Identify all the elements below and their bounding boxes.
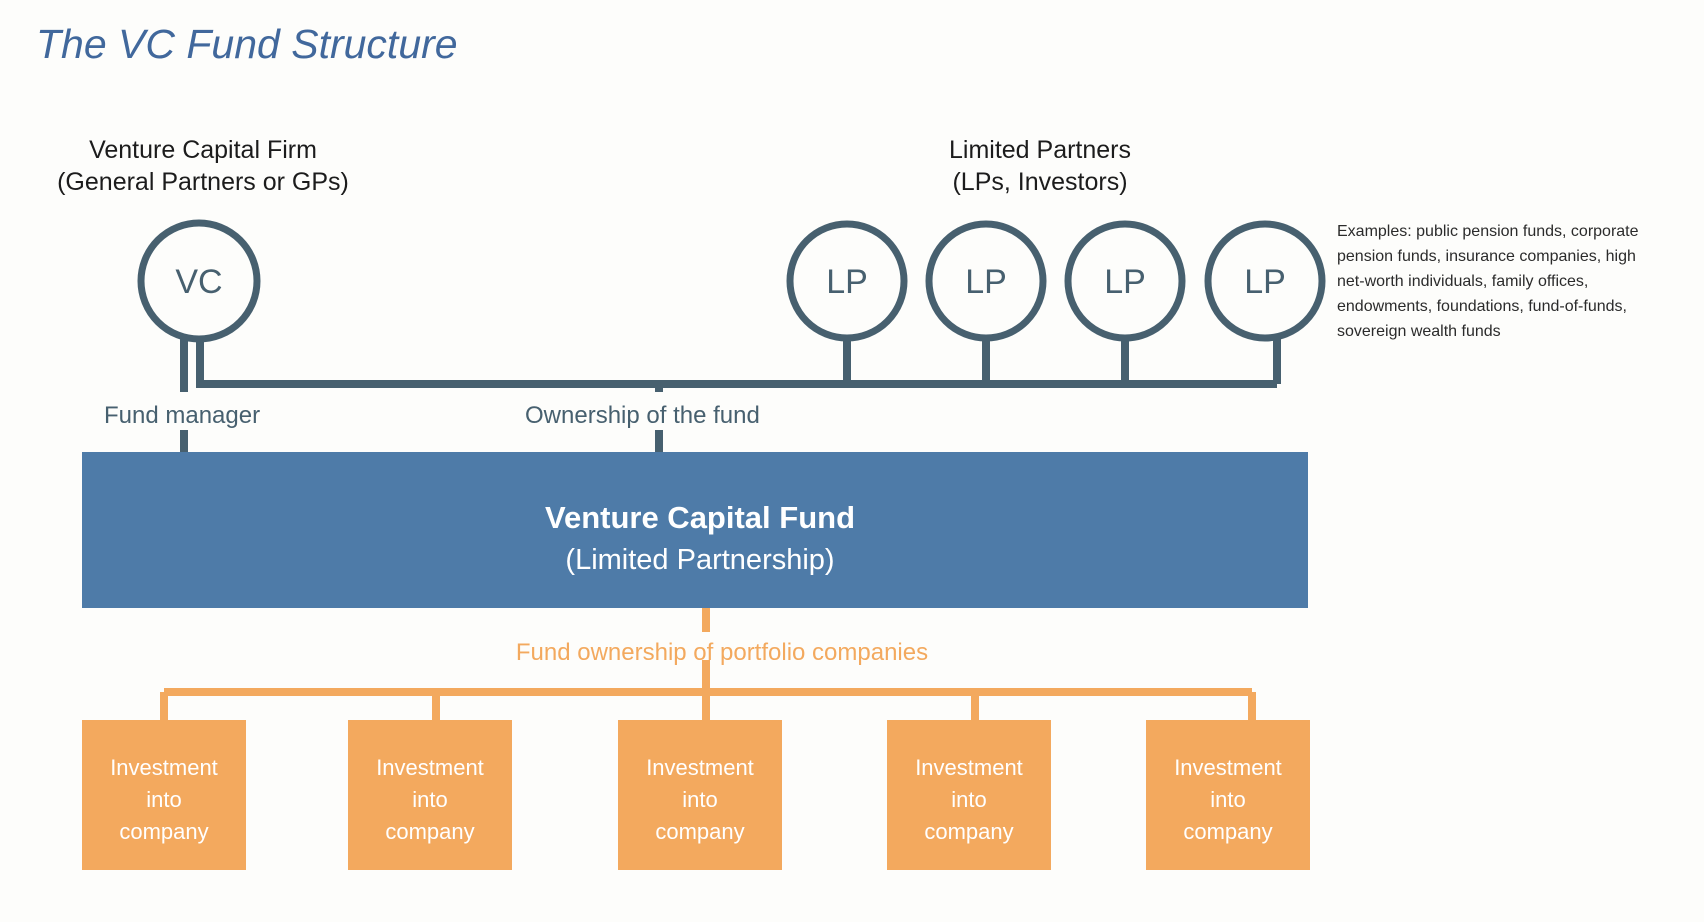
vc-heading-line1: Venture Capital Firm	[89, 136, 317, 164]
investment-box-5-line3: company	[1183, 819, 1272, 844]
lp-node-circle-1[interactable]	[786, 220, 908, 342]
lp-heading-line1: Limited Partners	[949, 136, 1131, 164]
vc-node-circle[interactable]	[137, 219, 261, 343]
lp-node-circle-4[interactable]	[1204, 220, 1326, 342]
lp-heading-line2: (LPs, Investors)	[952, 168, 1127, 196]
fund-subtitle: (Limited Partnership)	[565, 544, 834, 576]
investment-box-5-line2: into	[1210, 787, 1245, 812]
investment-box-1[interactable]	[82, 720, 246, 870]
investment-box-1-line1: Investment	[110, 755, 218, 780]
investment-box-1-line3: company	[119, 819, 208, 844]
investment-box-1-line2: into	[146, 787, 181, 812]
investment-box-2[interactable]	[348, 720, 512, 870]
investment-box-3-line1: Investment	[646, 755, 754, 780]
lp-node-label-4: LP	[1244, 263, 1286, 301]
lp-node-label-1: LP	[826, 263, 868, 301]
lp-node-circle-2[interactable]	[925, 220, 1047, 342]
venture-capital-fund-bar[interactable]	[82, 452, 1308, 608]
note-line-3: net-worth individuals, family offices,	[1337, 273, 1588, 290]
lp-node-circle-3[interactable]	[1064, 220, 1186, 342]
page-title: The VC Fund Structure	[36, 21, 458, 67]
investment-box-4-line2: into	[951, 787, 986, 812]
investment-box-5[interactable]	[1146, 720, 1310, 870]
lp-node-label-2: LP	[965, 263, 1007, 301]
edge-label-fund-manager: Fund manager	[104, 402, 260, 429]
vc-heading-line2: (General Partners or GPs)	[57, 168, 349, 196]
investment-box-3[interactable]	[618, 720, 782, 870]
investment-box-3-line2: into	[682, 787, 717, 812]
edge-label-ownership-of-fund: Ownership of the fund	[525, 402, 760, 429]
investment-box-2-line2: into	[412, 787, 447, 812]
lp-node-label-3: LP	[1104, 263, 1146, 301]
investment-box-2-line3: company	[385, 819, 474, 844]
investment-box-3-line3: company	[655, 819, 744, 844]
investment-box-2-line1: Investment	[376, 755, 484, 780]
fund-title: Venture Capital Fund	[545, 500, 855, 535]
edge-label-fund-ownership-portfolio: Fund ownership of portfolio companies	[516, 639, 928, 666]
investment-box-5-line1: Investment	[1174, 755, 1282, 780]
investment-box-4[interactable]	[887, 720, 1051, 870]
note-line-1: Examples: public pension funds, corporat…	[1337, 223, 1639, 240]
note-line-5: sovereign wealth funds	[1337, 323, 1501, 340]
note-line-2: pension funds, insurance companies, high	[1337, 248, 1636, 265]
note-line-4: endowments, foundations, fund-of-funds,	[1337, 298, 1627, 315]
investment-box-4-line1: Investment	[915, 755, 1023, 780]
investment-box-4-line3: company	[924, 819, 1013, 844]
vc-node-label: VC	[175, 263, 222, 301]
